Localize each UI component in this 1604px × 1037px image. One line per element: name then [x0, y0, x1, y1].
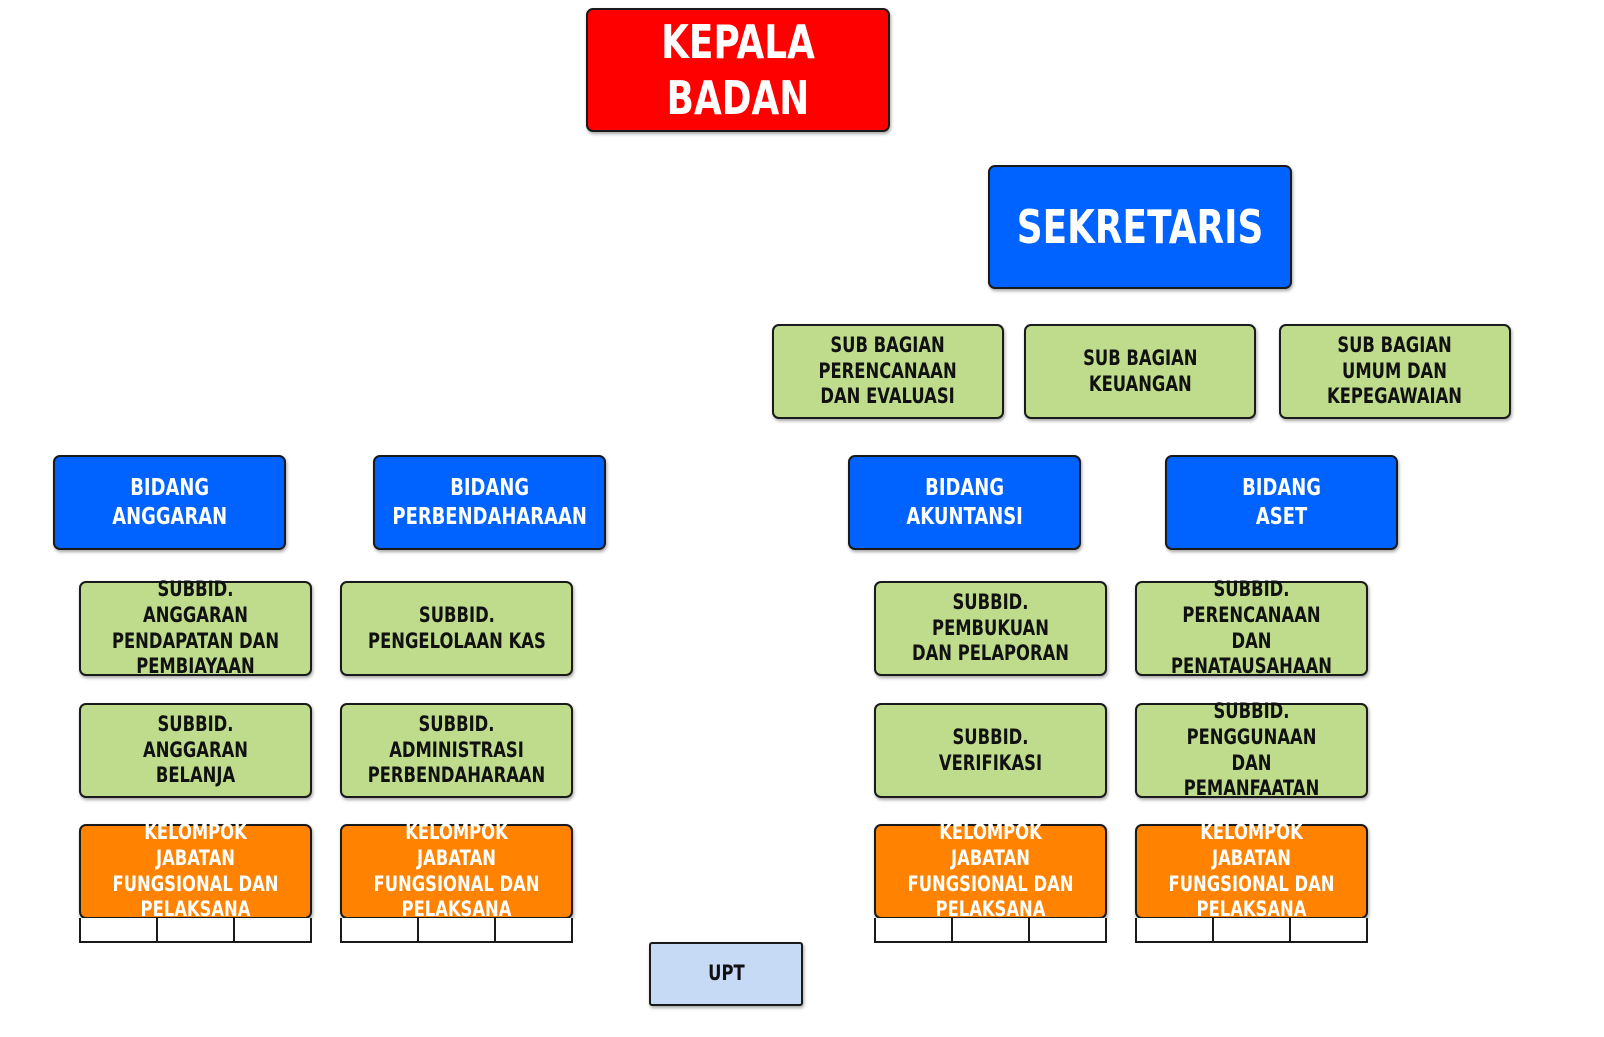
bidang-perbendaharaan-box: BIDANG PERBENDAHARAAN [373, 455, 606, 550]
subbid-penggunaan-label: SUBBID. PENGGUNAAN DAN PEMANFAATAN [1183, 699, 1320, 801]
empty-cell [235, 918, 310, 941]
sub-bagian-keuangan-label: SUB BAGIAN KEUANGAN [1082, 345, 1198, 396]
kelompok-aset-label: KELOMPOK JABATAN FUNGSIONAL DAN PELAKSAN… [1168, 820, 1335, 922]
subbid-pembukuan-box: SUBBID. PEMBUKUAN DAN PELAPORAN [874, 581, 1107, 676]
empty-cell [342, 918, 419, 941]
kelompok-perbendaharaan-box: KELOMPOK JABATAN FUNGSIONAL DAN PELAKSAN… [340, 820, 573, 921]
kelompok-perbendaharaan-label: KELOMPOK JABATAN FUNGSIONAL DAN PELAKSAN… [373, 820, 540, 922]
empty-cell [1137, 918, 1214, 941]
kelompok-perbendaharaan-cells [340, 918, 573, 943]
kepala-badan-label: KEPALA BADAN [661, 14, 815, 125]
bidang-aset-box: BIDANG ASET [1165, 455, 1398, 550]
kelompok-aset-cells [1135, 918, 1368, 943]
subbid-pengelolaan-kas-box: SUBBID. PENGELOLAAN KAS [340, 581, 573, 676]
subbid-anggaran-belanja-label: SUBBID. ANGGARAN BELANJA [143, 712, 248, 788]
kelompok-akuntansi-label: KELOMPOK JABATAN FUNGSIONAL DAN PELAKSAN… [907, 820, 1074, 922]
upt-label: UPT [707, 961, 745, 986]
subbid-administrasi-perbendaharaan-box: SUBBID. ADMINISTRASI PERBENDAHARAAN [340, 703, 573, 798]
kelompok-akuntansi-box: KELOMPOK JABATAN FUNGSIONAL DAN PELAKSAN… [874, 820, 1107, 921]
bidang-perbendaharaan-label: BIDANG PERBENDAHARAAN [392, 475, 587, 530]
subbid-administrasi-perbendaharaan-label: SUBBID. ADMINISTRASI PERBENDAHARAAN [367, 712, 546, 788]
kelompok-akuntansi-cells [874, 918, 1107, 943]
kelompok-anggaran-box: KELOMPOK JABATAN FUNGSIONAL DAN PELAKSAN… [79, 820, 312, 921]
kelompok-anggaran-label: KELOMPOK JABATAN FUNGSIONAL DAN PELAKSAN… [112, 820, 279, 922]
subbid-pembukuan-label: SUBBID. PEMBUKUAN DAN PELAPORAN [912, 590, 1069, 666]
subbid-verifikasi-label: SUBBID. VERIFIKASI [938, 724, 1043, 775]
sub-bagian-perencanaan-box: SUB BAGIAN PERENCANAAN DAN EVALUASI [772, 324, 1004, 419]
empty-cell [419, 918, 496, 941]
empty-cell [953, 918, 1030, 941]
subbid-anggaran-belanja-box: SUBBID. ANGGARAN BELANJA [79, 703, 312, 798]
bidang-anggaran-label: BIDANG ANGGARAN [112, 475, 227, 530]
subbid-anggaran-pendapatan-box: SUBBID. ANGGARAN PENDAPATAN DAN PEMBIAYA… [79, 577, 312, 678]
empty-cell [1214, 918, 1291, 941]
subbid-perencanaan-penatausahaan-label: SUBBID. PERENCANAAN DAN PENATAUSAHAAN [1171, 577, 1332, 679]
empty-cell [1291, 918, 1366, 941]
sub-bagian-umum-box: SUB BAGIAN UMUM DAN KEPEGAWAIAN [1279, 324, 1511, 419]
sekretaris-box: SEKRETARIS [988, 165, 1292, 289]
sekretaris-label: SEKRETARIS [1016, 199, 1264, 254]
kepala-badan-box: KEPALA BADAN [586, 8, 890, 132]
sub-bagian-umum-label: SUB BAGIAN UMUM DAN KEPEGAWAIAN [1327, 333, 1463, 409]
empty-cell [876, 918, 953, 941]
sub-bagian-perencanaan-label: SUB BAGIAN PERENCANAAN DAN EVALUASI [818, 333, 958, 409]
subbid-perencanaan-penatausahaan-box: SUBBID. PERENCANAAN DAN PENATAUSAHAAN [1135, 577, 1368, 678]
empty-cell [1030, 918, 1105, 941]
kelompok-aset-box: KELOMPOK JABATAN FUNGSIONAL DAN PELAKSAN… [1135, 820, 1368, 921]
subbid-verifikasi-box: SUBBID. VERIFIKASI [874, 703, 1107, 798]
bidang-akuntansi-label: BIDANG AKUNTANSI [906, 475, 1023, 530]
empty-cell [496, 918, 571, 941]
upt-box: UPT [649, 942, 803, 1006]
sub-bagian-keuangan-box: SUB BAGIAN KEUANGAN [1024, 324, 1256, 419]
empty-cell [158, 918, 235, 941]
bidang-aset-label: BIDANG ASET [1242, 475, 1321, 530]
bidang-anggaran-box: BIDANG ANGGARAN [53, 455, 286, 550]
empty-cell [81, 918, 158, 941]
subbid-anggaran-pendapatan-label: SUBBID. ANGGARAN PENDAPATAN DAN PEMBIAYA… [111, 577, 280, 679]
subbid-penggunaan-box: SUBBID. PENGGUNAAN DAN PEMANFAATAN [1135, 699, 1368, 800]
bidang-akuntansi-box: BIDANG AKUNTANSI [848, 455, 1081, 550]
subbid-pengelolaan-kas-label: SUBBID. PENGELOLAAN KAS [367, 602, 546, 653]
kelompok-anggaran-cells [79, 918, 312, 943]
